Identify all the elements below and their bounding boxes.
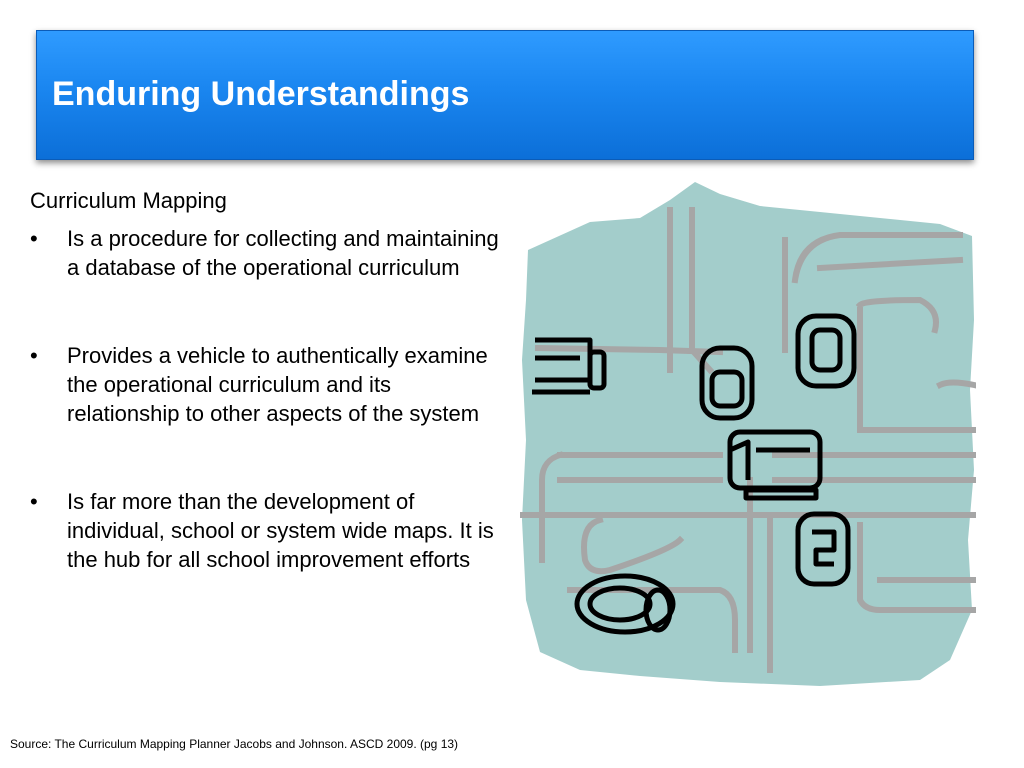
slide-title: Enduring Understandings [52,75,470,113]
car-4 [574,573,676,635]
car-3 [795,511,851,587]
traffic-intersection-clipart [517,180,978,692]
car-1 [699,345,755,421]
truck-left [532,337,607,395]
bullet-text: Provides a vehicle to authentically exam… [67,343,488,426]
bullet-list: • Is a procedure for collecting and main… [30,224,500,574]
title-bar: Enduring Understandings [36,30,974,160]
bullet-item: • Is far more than the development of in… [30,487,500,574]
road-network [517,207,978,673]
bullet-mark: • [30,489,38,514]
subheading: Curriculum Mapping [30,188,227,213]
source-citation: Source: The Curriculum Mapping Planner J… [10,737,459,751]
vehicles [532,313,857,635]
car-2 [795,313,857,389]
bullet-item: • Is a procedure for collecting and main… [30,224,500,282]
content-area: Curriculum Mapping • Is a procedure for … [30,186,500,574]
bullet-text: Is a procedure for collecting and mainta… [67,226,499,280]
bullet-text: Is far more than the development of indi… [67,489,494,572]
bus [727,429,823,501]
intersection-drawing [517,182,978,686]
bullet-mark: • [30,343,38,368]
bullet-mark: • [30,226,38,251]
bullet-item: • Provides a vehicle to authentically ex… [30,341,500,428]
